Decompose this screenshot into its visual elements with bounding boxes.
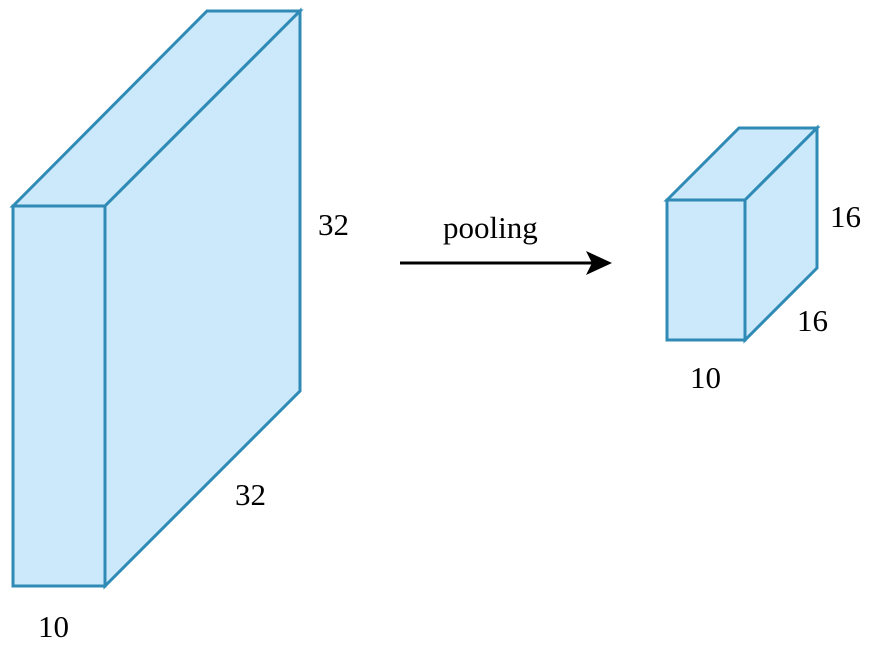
output-width-label: 16 [797, 303, 828, 338]
input-volume [9, 7, 304, 590]
output-volume-front-face [665, 198, 747, 342]
output-depth-label: 10 [690, 360, 721, 395]
output-height-label: 16 [830, 199, 861, 234]
input-width-label: 32 [235, 477, 266, 512]
input-height-label: 32 [318, 207, 349, 242]
input-volume-front-face [11, 204, 107, 588]
output-volume [663, 124, 821, 344]
pooling-arrow [400, 251, 612, 275]
arrow-head [586, 251, 612, 275]
pooling-label: pooling [443, 210, 538, 245]
input-depth-label: 10 [38, 609, 69, 644]
